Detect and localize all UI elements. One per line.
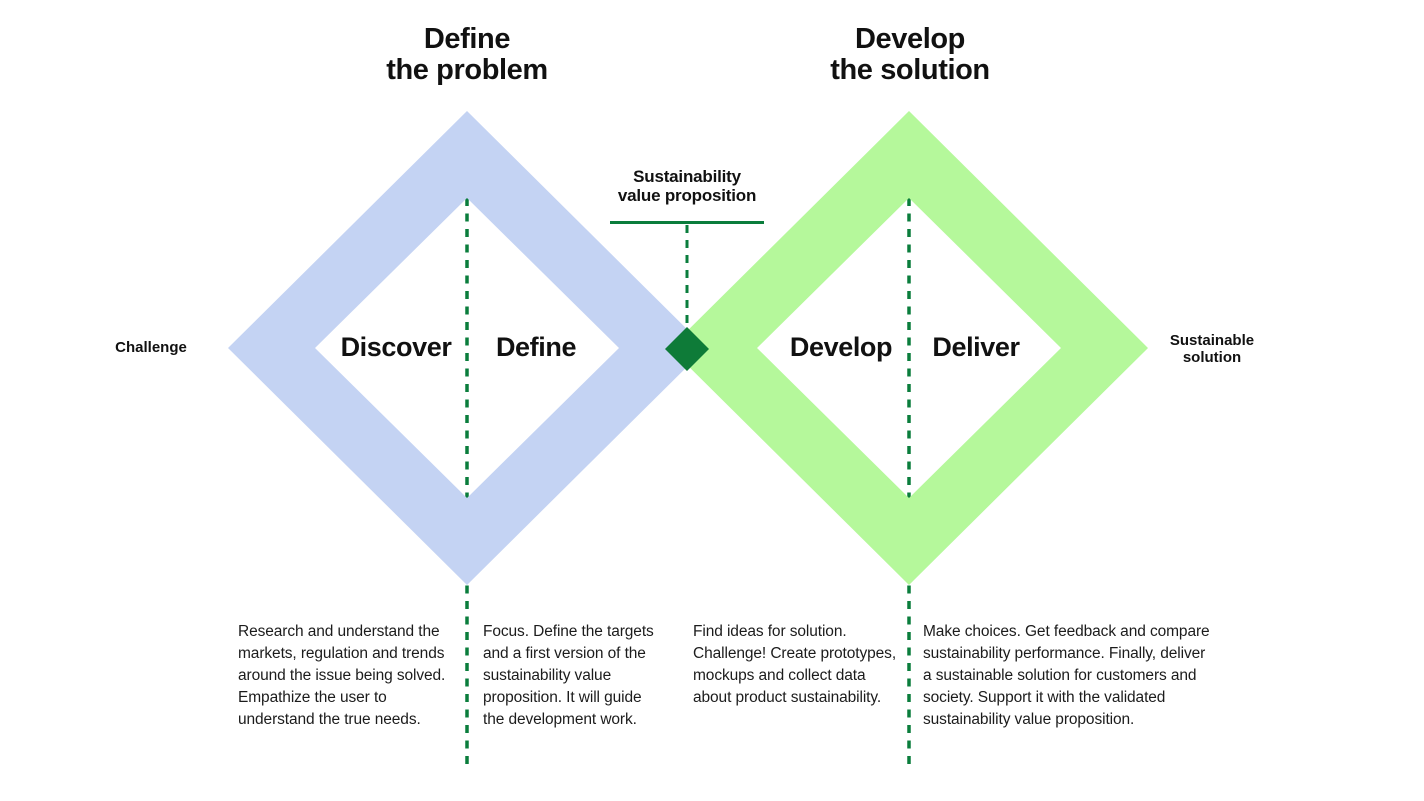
stage-label-develop: Develop (789, 332, 893, 362)
phase-title-define-problem: Define the problem (386, 23, 548, 86)
sustainability-value-proposition-label: Sustainability value proposition (617, 167, 757, 205)
start-label-challenge: Challenge (115, 339, 187, 356)
end-label-sustainable-solution: Sustainable solution (1169, 332, 1255, 366)
stage-description-deliver: Make choices. Get feedback and compare s… (923, 623, 1210, 728)
stage-label-deliver: Deliver (932, 332, 1020, 362)
stage-description-define: Focus. Define the targets and a first ve… (483, 623, 654, 728)
stage-description-discover: Research and understand the markets, reg… (238, 623, 446, 728)
stage-description-develop: Find ideas for solution. Challenge! Crea… (693, 623, 897, 706)
stage-label-define: Define (495, 332, 577, 362)
define-problem-diamond (228, 111, 706, 585)
junction-diamond-icon (665, 327, 709, 371)
phase-title-develop-solution: Develop the solution (830, 23, 990, 86)
develop-solution-diamond (670, 111, 1148, 585)
stage-label-discover: Discover (340, 332, 452, 362)
